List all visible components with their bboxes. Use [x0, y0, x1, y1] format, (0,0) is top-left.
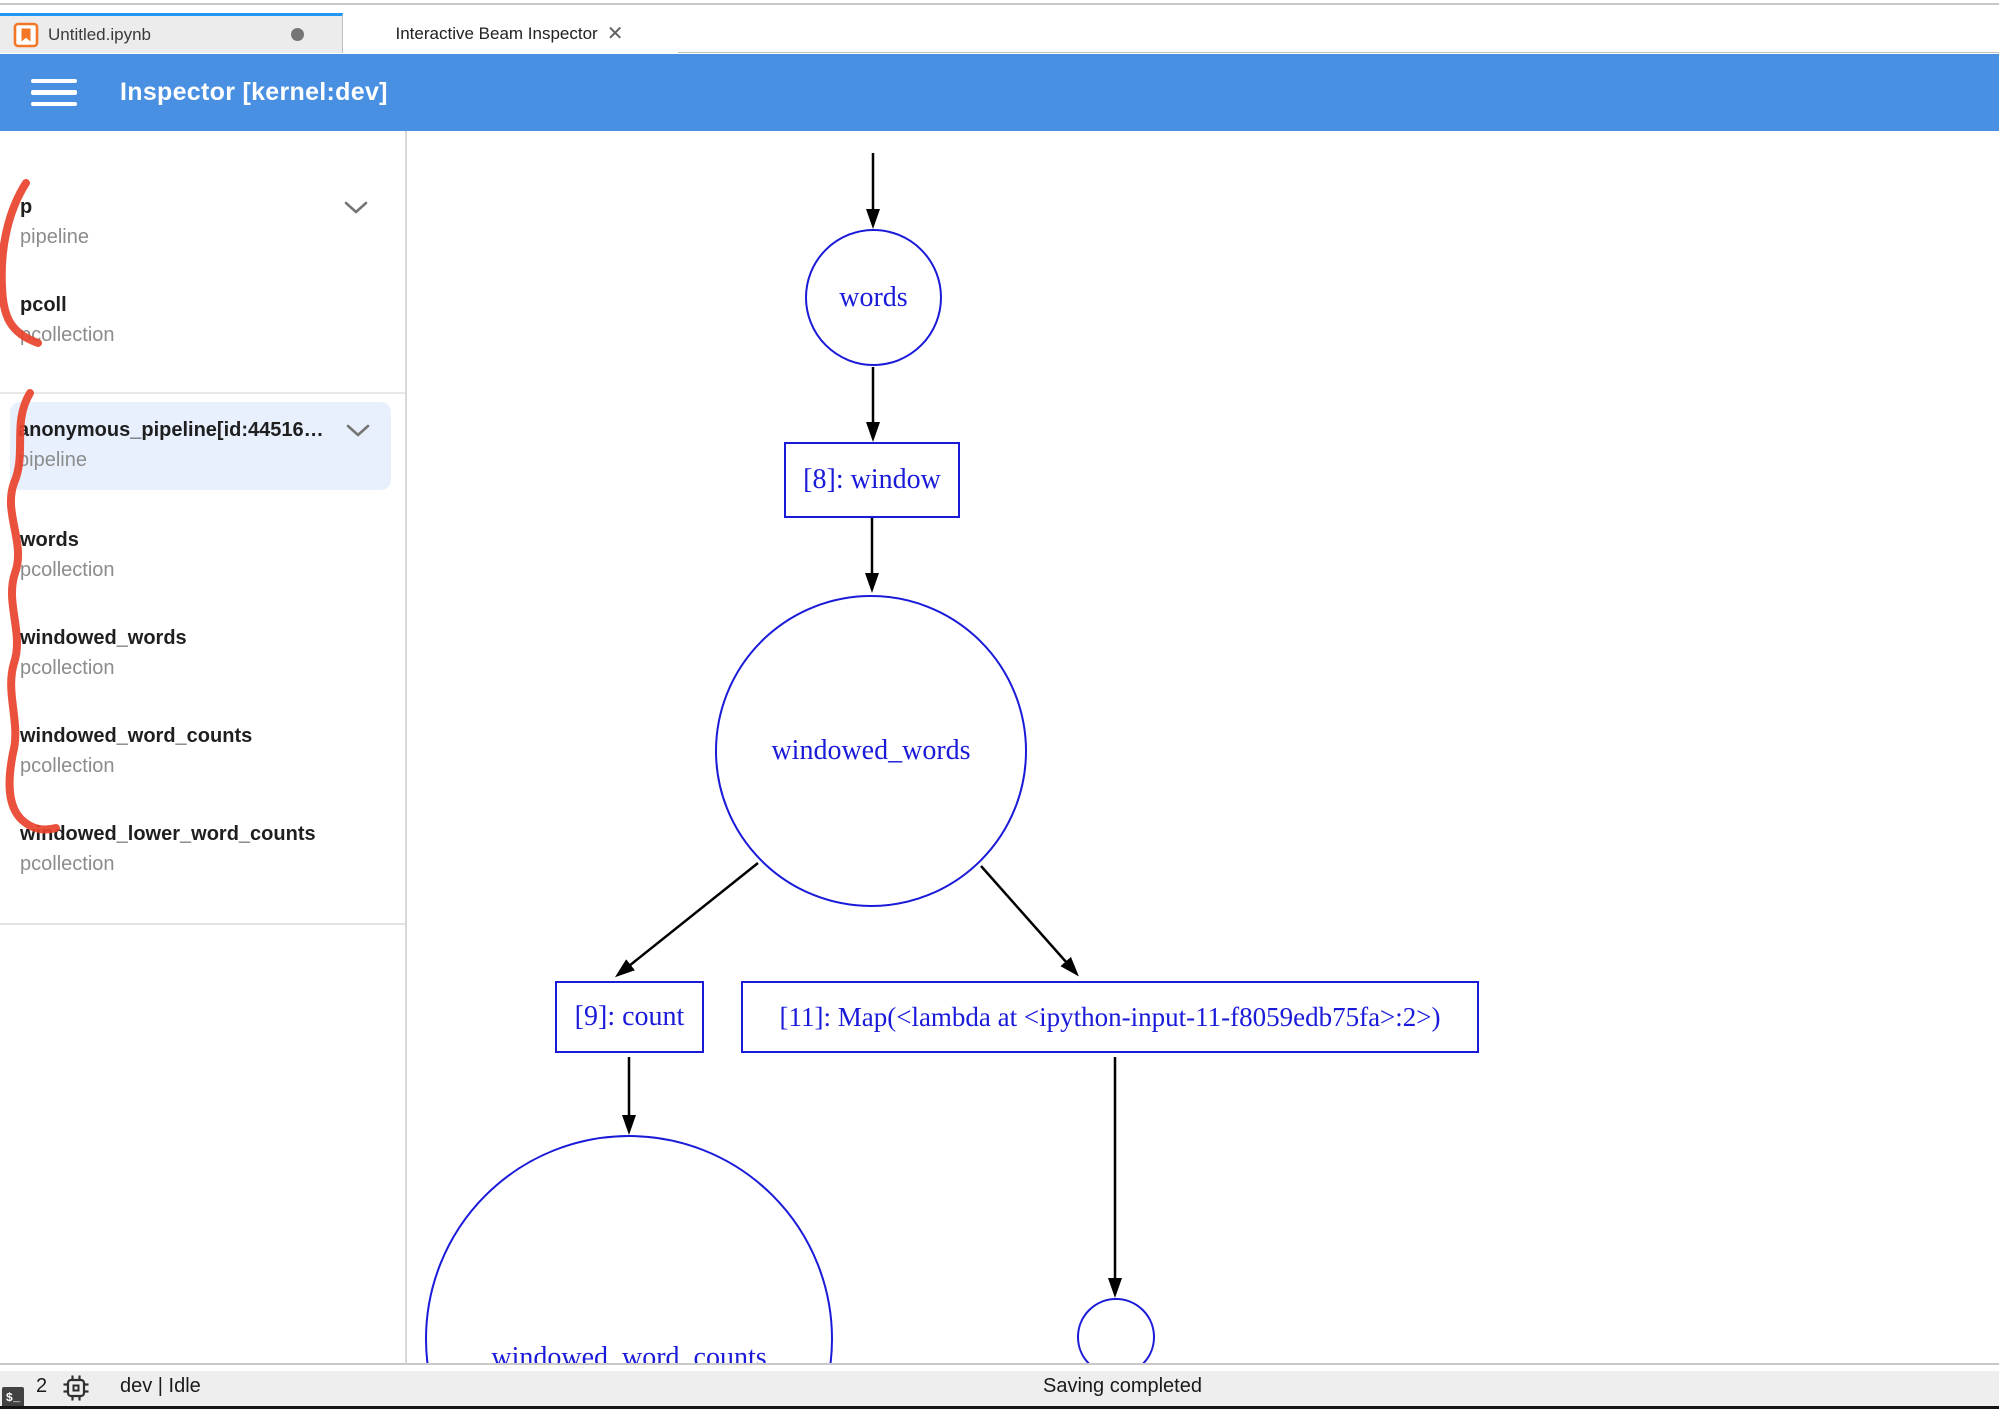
inspector-main: p pipeline pcoll pcollection [0, 131, 1999, 1363]
sidebar-item-windowed-lower-word-counts[interactable]: windowed_lower_word_counts pcollection [20, 820, 405, 880]
kernel-chip-icon[interactable] [62, 1374, 90, 1402]
item-subtitle: pcollection [20, 755, 115, 777]
sidebar-item-words[interactable]: words pcollection [20, 526, 405, 586]
item-subtitle: pcollection [20, 324, 115, 346]
sidebar-item-pcoll[interactable]: pcoll pcollection [20, 291, 405, 351]
sidebar-item-anonymous-pipeline[interactable]: anonymous_pipeline[id:44516… pipeline [10, 402, 391, 490]
terminals-count[interactable]: 2 [36, 1375, 48, 1397]
graph-node-count-transform: [9]: count [555, 981, 704, 1053]
node-label: windowed_words [771, 735, 971, 766]
item-subtitle: pcollection [20, 853, 115, 875]
chevron-down-icon[interactable] [343, 200, 369, 215]
dock-tab-bar: Untitled.ipynb Interactive Beam Inspecto… [0, 13, 1999, 54]
sidebar-item-p[interactable]: p pipeline [20, 193, 405, 253]
window-top-strip [0, 0, 1999, 13]
tab-label: Interactive Beam Inspector [395, 23, 598, 43]
page-title: Inspector [kernel:dev] [120, 78, 388, 106]
node-label: [9]: count [574, 1001, 685, 1032]
node-label: windowed_word_counts [491, 1342, 767, 1363]
node-label: [11]: Map(<lambda at <ipython-input-11-f… [779, 1001, 1441, 1032]
pipeline-group: p pipeline pcoll pcollection [0, 131, 405, 394]
chevron-down-icon[interactable] [345, 423, 371, 438]
item-title: windowed_words [20, 627, 187, 649]
pipeline-list: p pipeline pcoll pcollection [0, 131, 405, 925]
window-bottom-edge [0, 1406, 1999, 1409]
pipeline-graph: words [8]: window windowed_words [9]: co… [409, 131, 1999, 1363]
unsaved-changes-dot [291, 28, 304, 41]
node-label: [8]: window [803, 464, 941, 495]
item-subtitle: pcollection [20, 559, 115, 581]
notebook-icon [13, 22, 39, 47]
tab-label: Untitled.ipynb [48, 24, 152, 44]
graph-node-windowed-words: windowed_words [715, 595, 1027, 907]
item-title: words [20, 529, 79, 551]
sidebar-item-windowed-words[interactable]: windowed_words pcollection [20, 624, 405, 684]
item-subtitle: pcollection [20, 657, 115, 679]
item-title: windowed_word_counts [20, 725, 253, 747]
terminal-icon[interactable]: $_ [2, 1387, 24, 1409]
content-bottom-border [0, 1363, 1999, 1365]
graph-node-map-transform: [11]: Map(<lambda at <ipython-input-11-f… [741, 981, 1479, 1053]
item-title: windowed_lower_word_counts [20, 823, 316, 845]
inspector-app-bar: Inspector [kernel:dev] [0, 54, 1999, 131]
tab-untitled-ipynb[interactable]: Untitled.ipynb [0, 13, 343, 53]
item-title: pcoll [20, 294, 67, 316]
graph-node-window-transform: [8]: window [784, 442, 960, 518]
window-top-hairline [0, 3, 1999, 5]
pipeline-group: anonymous_pipeline[id:44516… pipeline wo… [0, 394, 405, 923]
node-label: words [839, 281, 908, 313]
graph-node-words: words [805, 229, 942, 366]
sidebar-item-windowed-word-counts[interactable]: windowed_word_counts pcollection [20, 722, 405, 782]
item-subtitle: pipeline [18, 449, 87, 471]
item-title: p [20, 196, 33, 218]
status-bar: $_ 2 dev | Idle Saving completed [0, 1371, 1999, 1409]
graph-edges [614, 153, 1122, 1298]
tab-interactive-beam-inspector[interactable]: Interactive Beam Inspector ✕ [343, 13, 678, 54]
pipeline-sidebar: p pipeline pcoll pcollection [0, 131, 407, 1363]
kernel-status[interactable]: dev | Idle [120, 1375, 201, 1397]
status-message: Saving completed [1043, 1375, 1202, 1397]
graph-node-output [1077, 1298, 1155, 1363]
close-icon[interactable]: ✕ [606, 22, 624, 45]
item-subtitle: pipeline [20, 226, 89, 248]
menu-icon[interactable] [31, 78, 77, 107]
item-title: anonymous_pipeline[id:44516… [18, 419, 324, 441]
